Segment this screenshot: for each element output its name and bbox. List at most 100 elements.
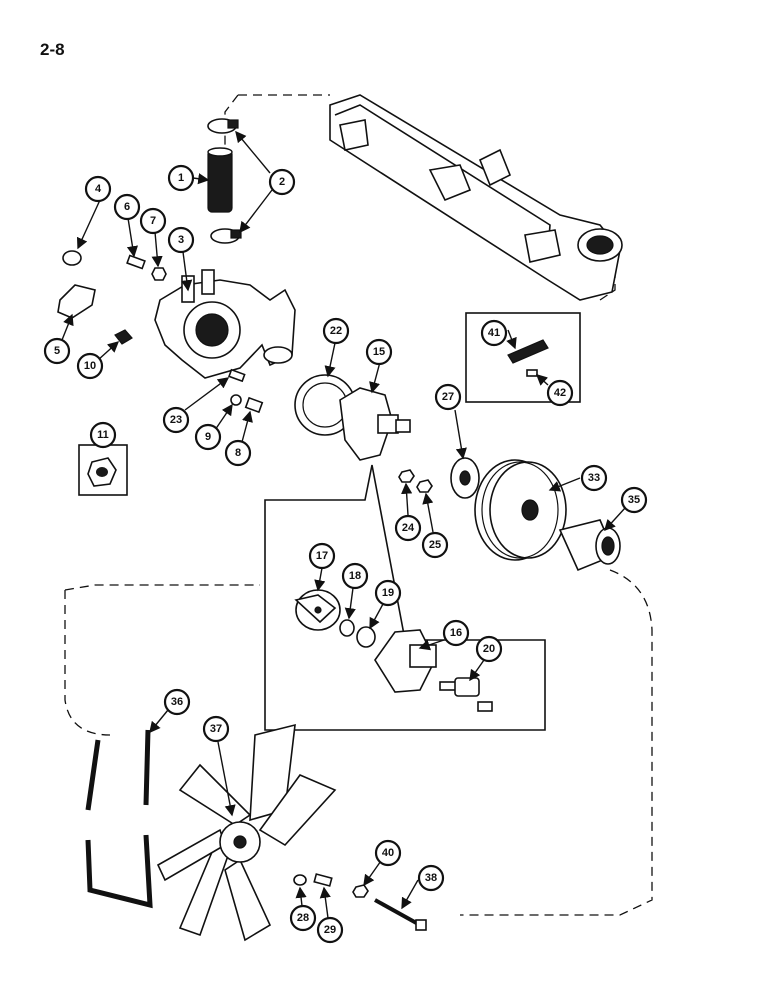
callout-22: 22 <box>322 317 350 345</box>
svg-text:7: 7 <box>150 215 156 227</box>
callout-41: 41 <box>480 319 508 347</box>
svg-text:5: 5 <box>54 345 60 357</box>
housing-gasket <box>57 284 96 319</box>
fan-belt <box>85 729 153 909</box>
svg-text:18: 18 <box>349 570 361 582</box>
plug <box>62 250 82 266</box>
fan-group-outline <box>64 569 653 916</box>
svg-text:37: 37 <box>210 723 222 735</box>
svg-text:9: 9 <box>205 431 211 443</box>
callout-40: 40 <box>374 839 402 867</box>
screw <box>526 369 538 377</box>
elbow-fitting <box>114 329 133 345</box>
impeller <box>294 589 341 631</box>
hose <box>207 147 233 213</box>
callout-16: 16 <box>442 619 470 647</box>
callout-6: 6 <box>113 193 141 221</box>
svg-text:4: 4 <box>95 183 102 195</box>
svg-text:28: 28 <box>297 912 309 924</box>
svg-text:2: 2 <box>279 176 285 188</box>
callout-27: 27 <box>434 383 462 411</box>
svg-text:22: 22 <box>330 325 342 337</box>
callout-5: 5 <box>43 337 71 365</box>
repair-kit-outline <box>264 464 546 731</box>
seal-ring <box>356 626 376 648</box>
callout-19: 19 <box>374 579 402 607</box>
svg-text:1: 1 <box>178 172 184 184</box>
svg-text:20: 20 <box>483 643 495 655</box>
callout-10: 10 <box>76 352 104 380</box>
svg-text:42: 42 <box>554 387 566 399</box>
callout-7: 7 <box>139 207 167 235</box>
fan-spacer <box>558 519 621 572</box>
water-pump-housing <box>154 269 296 379</box>
pulley-hub <box>450 457 480 499</box>
page-number: 2-8 <box>40 40 65 59</box>
decal-detail-box <box>465 312 581 403</box>
svg-text:17: 17 <box>316 550 328 562</box>
hose-clamp-upper <box>207 118 239 134</box>
callout-38: 38 <box>417 864 445 892</box>
nut <box>151 267 167 281</box>
svg-text:29: 29 <box>324 924 336 936</box>
hose-clamp-lower <box>210 228 242 244</box>
svg-text:16: 16 <box>450 627 462 639</box>
svg-text:19: 19 <box>382 587 394 599</box>
callout-42: 42 <box>546 379 574 407</box>
water-pump <box>339 387 411 461</box>
svg-text:25: 25 <box>429 539 441 551</box>
callout-23: 23 <box>162 406 190 434</box>
pump-gasket <box>294 374 356 436</box>
long-bolt <box>374 898 421 927</box>
callout-29: 29 <box>316 916 344 944</box>
callout-33: 33 <box>580 464 608 492</box>
svg-text:38: 38 <box>425 872 437 884</box>
svg-text:3: 3 <box>178 234 184 246</box>
callout-15: 15 <box>365 338 393 366</box>
nut-24 <box>398 469 415 483</box>
svg-text:33: 33 <box>588 472 600 484</box>
svg-text:40: 40 <box>382 847 394 859</box>
seal <box>339 619 355 637</box>
housing-stud <box>228 368 246 383</box>
callout-2: 2 <box>268 168 296 196</box>
fan-washer <box>293 874 307 886</box>
svg-text:36: 36 <box>171 696 183 708</box>
callout-25: 25 <box>421 531 449 559</box>
svg-text:24: 24 <box>402 522 415 534</box>
svg-text:23: 23 <box>170 414 182 426</box>
svg-text:15: 15 <box>373 346 385 358</box>
callout-3: 3 <box>167 226 195 254</box>
fan <box>156 723 337 942</box>
stud <box>126 254 146 270</box>
decal <box>507 339 549 364</box>
nut-25 <box>416 479 433 493</box>
svg-text:11: 11 <box>97 429 109 441</box>
fan-bolt <box>313 873 333 887</box>
callout-17: 17 <box>308 542 336 570</box>
callout-24: 24 <box>394 514 422 542</box>
callout-4: 4 <box>84 175 112 203</box>
callout-1: 1 <box>167 164 195 192</box>
callout-11: 11 <box>89 421 117 449</box>
callout-37: 37 <box>202 715 230 743</box>
washer <box>230 394 242 406</box>
callout-20: 20 <box>475 635 503 663</box>
pipe-plug <box>244 396 264 414</box>
callout-9: 9 <box>194 423 222 451</box>
callout-36: 36 <box>163 688 191 716</box>
svg-text:41: 41 <box>488 327 500 339</box>
svg-text:35: 35 <box>628 494 640 506</box>
svg-text:27: 27 <box>442 391 454 403</box>
svg-text:10: 10 <box>84 360 96 372</box>
callout-28: 28 <box>289 904 317 932</box>
pump-shaft <box>439 677 493 712</box>
svg-text:6: 6 <box>124 201 130 213</box>
callout-18: 18 <box>341 562 369 590</box>
svg-text:8: 8 <box>235 447 241 459</box>
callout-8: 8 <box>224 439 252 467</box>
nut-40 <box>352 884 369 898</box>
water-manifold <box>329 94 623 301</box>
pulley <box>474 459 567 561</box>
